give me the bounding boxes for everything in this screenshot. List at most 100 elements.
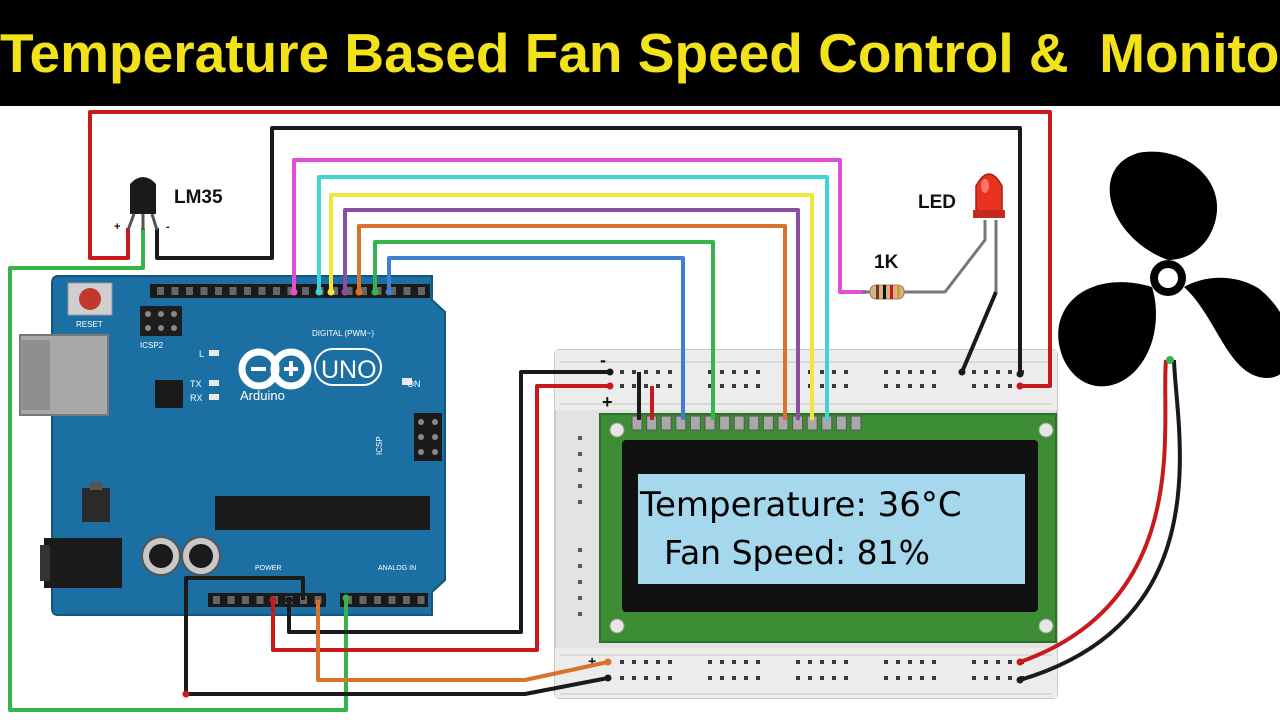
lm35-minus-label: -: [166, 221, 170, 233]
wire-end: [315, 288, 323, 296]
lcd-module: Temperature: 36°C Fan Speed: 81%: [599, 413, 1057, 643]
breadboard-hole: [984, 370, 988, 374]
page-title: Temperature Based Fan Speed Control & Mo…: [0, 22, 1280, 84]
breadboard-hole: [756, 384, 760, 388]
usb-chip: [155, 380, 183, 408]
rail-minus-label: -: [600, 350, 606, 370]
breadboard-hole: [844, 660, 848, 664]
header-pin: [258, 287, 266, 295]
lcd-line-2: Fan Speed: 81%: [664, 533, 930, 572]
breadboard-hole: [708, 370, 712, 374]
breadboard-hole: [896, 660, 900, 664]
resistor-1k: 1K: [862, 252, 905, 300]
lcd-pin: [733, 415, 745, 431]
power-label: POWER: [255, 565, 281, 572]
breadboard-hole: [708, 660, 712, 664]
lcd-pin: [689, 415, 701, 431]
reset-button[interactable]: [79, 288, 101, 310]
analog-label: ANALOG IN: [378, 565, 416, 572]
lcd-pin: [850, 415, 862, 431]
lcd-pin: [762, 415, 774, 431]
breadboard-hole: [656, 660, 660, 664]
breadboard-hole: [578, 436, 582, 440]
breadboard-hole: [896, 384, 900, 388]
breadboard-hole: [1008, 660, 1012, 664]
breadboard-hole: [756, 676, 760, 680]
wire-magenta: [292, 158, 866, 294]
uno-model-label: UNO: [321, 356, 377, 384]
breadboard-hole: [632, 370, 636, 374]
breadboard-hole: [732, 370, 736, 374]
reset-label: RESET: [76, 320, 103, 329]
wire-yellow: [329, 193, 814, 420]
wire-end: [285, 596, 293, 604]
breadboard-hole: [668, 676, 672, 680]
breadboard-hole: [644, 370, 648, 374]
header-pin: [244, 287, 251, 295]
breadboard-hole: [984, 660, 988, 664]
breadboard-hole: [732, 676, 736, 680]
wire-end: [341, 288, 349, 296]
breadboard-hole: [984, 676, 988, 680]
wire-green-sensor: [8, 228, 348, 712]
breadboard-hole: [932, 660, 936, 664]
title-banner: Temperature Based Fan Speed Control & Mo…: [0, 0, 1280, 106]
breadboard-hole: [732, 660, 736, 664]
header-pin: [171, 287, 179, 295]
breadboard-hole: [756, 660, 760, 664]
breadboard-hole: [578, 484, 582, 488]
wire-green-lcd: [373, 240, 715, 420]
breadboard-hole: [578, 468, 582, 472]
breadboard-hole: [720, 660, 724, 664]
lcd-pin: [719, 415, 731, 431]
breadboard-hole: [844, 370, 848, 374]
breadboard-hole: [820, 676, 824, 680]
lm35-label: LM35: [174, 187, 223, 208]
lcd-pin: [675, 415, 687, 431]
led: LED: [918, 173, 1005, 218]
rail-plus-label: +: [602, 392, 613, 412]
header-pin: [403, 596, 410, 604]
breadboard-hole: [844, 384, 848, 388]
led-anode-lead: [900, 220, 987, 294]
breadboard-hole: [820, 660, 824, 664]
breadboard-hole: [644, 676, 648, 680]
breadboard-hole: [720, 676, 724, 680]
fan-icon: [1058, 151, 1280, 387]
lcd-pin: [704, 415, 716, 431]
breadboard-hole: [668, 384, 672, 388]
breadboard-hole: [578, 612, 582, 616]
header-pin: [360, 287, 367, 295]
atmega-chip: [215, 496, 430, 530]
header-pin: [200, 287, 208, 295]
lcd-line-1: Temperature: 36°C: [639, 485, 962, 525]
lcd-screen: [638, 474, 1025, 584]
header-pin: [157, 287, 164, 295]
wire-end: [355, 288, 363, 296]
fan-terminal: [1166, 356, 1174, 364]
lcd-pin: [748, 415, 760, 431]
analog-header: [340, 593, 428, 607]
wire-red-vcc: [88, 110, 1052, 388]
wire-purple: [343, 208, 800, 420]
breadboard-hole: [920, 660, 924, 664]
wire-red-5v: [271, 384, 610, 652]
wire-cyan: [317, 175, 829, 420]
breadboard-hole: [908, 676, 912, 680]
breadboard-hole: [656, 384, 660, 388]
header-pin: [256, 596, 264, 604]
lm35-sensor: LM35 + -: [114, 177, 223, 233]
breadboard-hole: [984, 384, 988, 388]
voltage-regulator: [82, 488, 110, 522]
breadboard-hole: [668, 660, 672, 664]
breadboard-hole: [1008, 384, 1012, 388]
breadboard-hole: [744, 384, 748, 388]
breadboard-hole: [884, 676, 888, 680]
breadboard-hole: [632, 660, 636, 664]
header-pin: [374, 596, 381, 604]
tx-label: TX: [190, 379, 202, 389]
breadboard-hole: [972, 676, 976, 680]
breadboard-hole: [908, 384, 912, 388]
breadboard-hole: [668, 370, 672, 374]
